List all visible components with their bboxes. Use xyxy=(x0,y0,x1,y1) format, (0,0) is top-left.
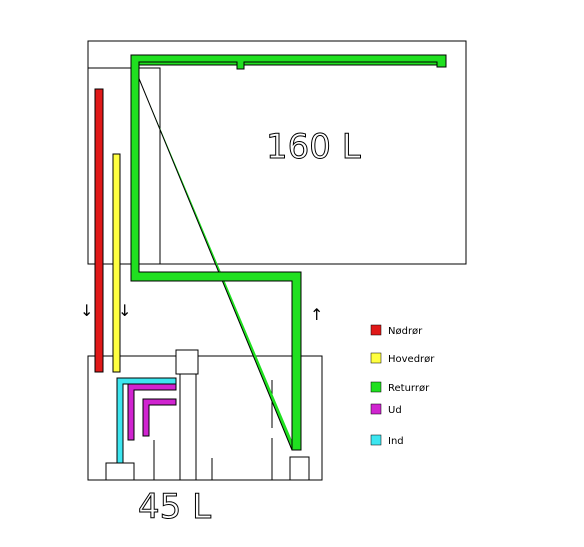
outlet-pipe-2 xyxy=(142,398,177,437)
flow-arrow-up: ↑ xyxy=(310,305,323,324)
main-tank-label: 160 L xyxy=(266,127,361,167)
flow-arrow-down-left: ↓ xyxy=(80,301,93,320)
legend-swatch xyxy=(370,352,382,364)
legend-item-ind: Ind xyxy=(370,434,404,447)
legend-swatch xyxy=(370,324,382,336)
overflow-box xyxy=(87,67,161,265)
outlet-pipe-1 xyxy=(127,383,177,441)
legend-item-nodror: Nødrør xyxy=(370,324,423,337)
legend-swatch xyxy=(370,434,382,446)
sump-tank-label: 45 L xyxy=(138,487,211,527)
legend-label: Hovedrør xyxy=(388,354,435,365)
legend-label: Nødrør xyxy=(388,326,423,337)
main-drain-pipe xyxy=(112,153,121,373)
sump-tank: 45 L xyxy=(87,349,323,528)
emergency-pipe xyxy=(94,88,104,373)
return-pipe-core xyxy=(130,54,447,451)
legend-label: Returrør xyxy=(388,383,430,394)
skimmer-pump xyxy=(105,462,135,481)
return-pump xyxy=(289,456,310,481)
flow-arrow-down-right: ↓ xyxy=(118,301,131,320)
legend-item-returror: Returrør xyxy=(370,381,430,394)
legend-item-ud: Ud xyxy=(370,403,402,416)
legend-label: Ud xyxy=(388,405,402,416)
legend-swatch xyxy=(370,381,382,393)
legend-label: Ind xyxy=(388,436,404,447)
main-tank: 160 L xyxy=(87,40,467,265)
legend-item-hovedror: Hovedrør xyxy=(370,352,435,365)
skimmer-cup xyxy=(175,349,199,375)
legend-swatch xyxy=(370,403,382,415)
legend: Nødrør Hovedrør Returrør Ud Ind xyxy=(370,324,435,447)
